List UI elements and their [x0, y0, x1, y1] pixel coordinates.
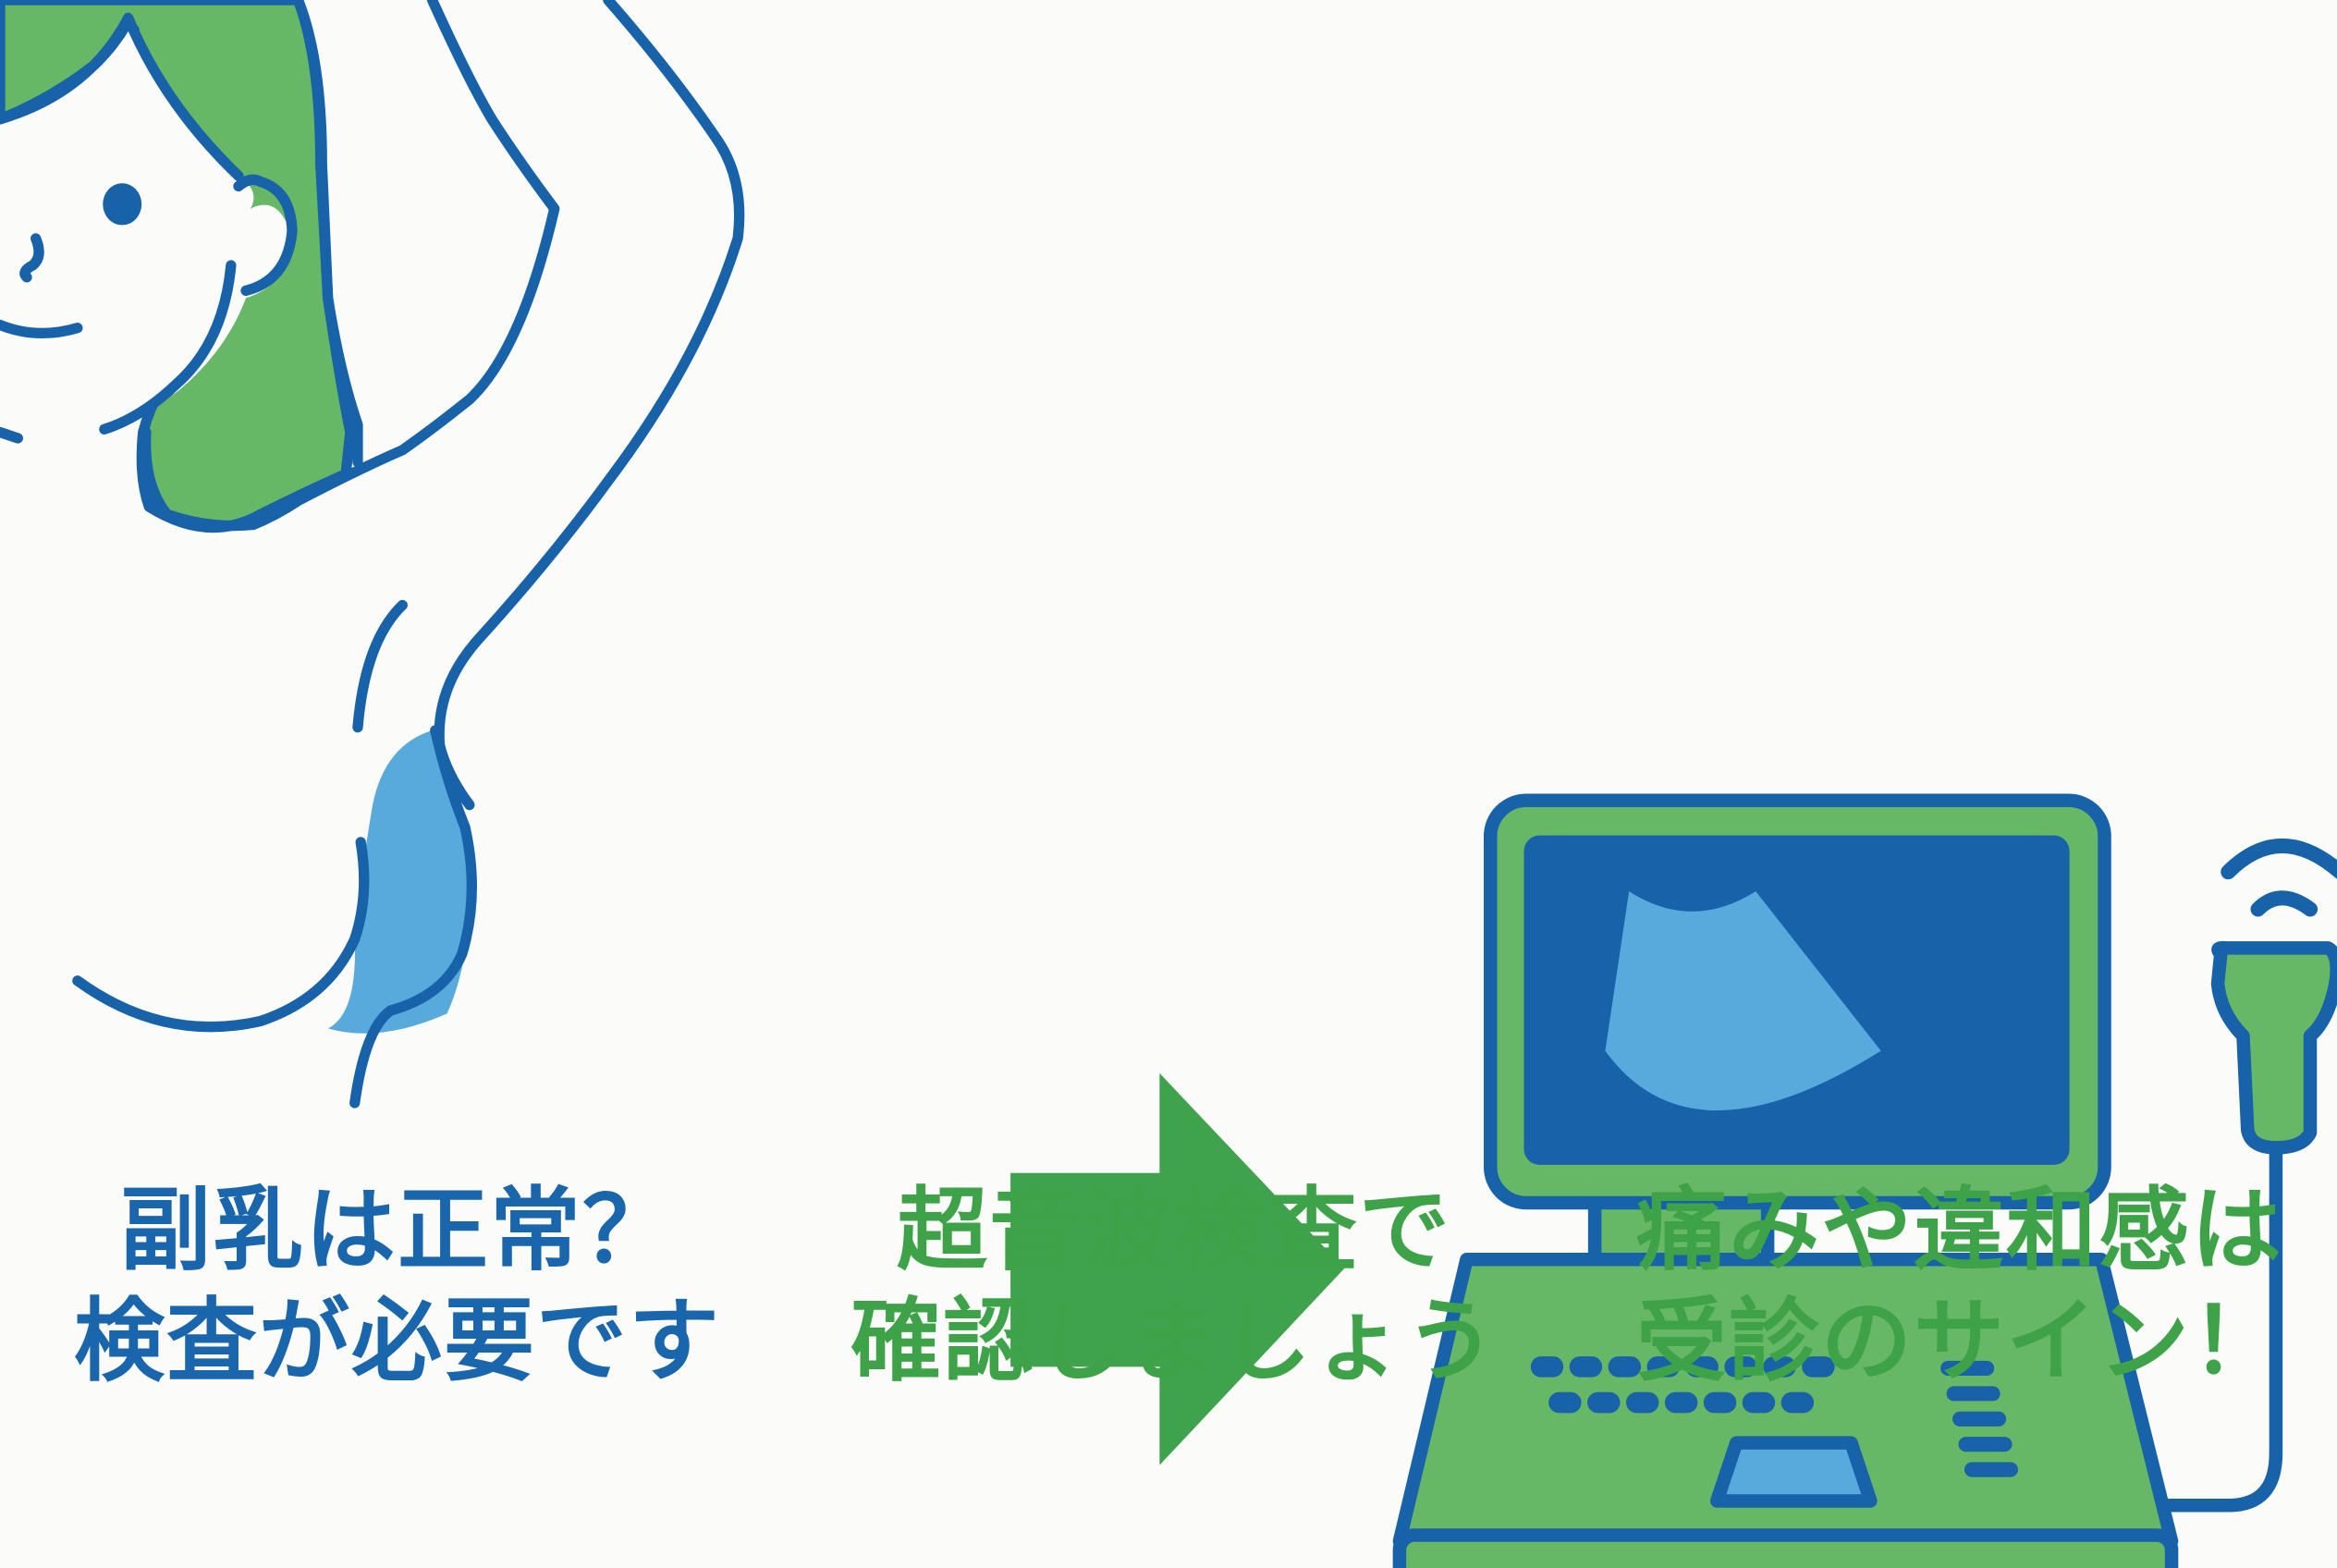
signal-wave-icon [2221, 839, 2337, 880]
arrow-right-icon [1010, 1072, 1345, 1465]
caption-line-2: 受診のサイン！ [1635, 1288, 2283, 1394]
ear [233, 174, 298, 297]
machine-base [1392, 1528, 2179, 1568]
ultrasound-image [1605, 891, 1881, 1111]
mouth [0, 319, 83, 338]
caption-step-2: 超音波検査で 確認しましょう [814, 1176, 1535, 1397]
caption-line-1: 副乳は正常？ [119, 1178, 675, 1283]
caption-line-1: 痛みや違和感は [1635, 1178, 2283, 1283]
probe-cable [2157, 1125, 2283, 1513]
caption-step-1: 副乳は正常？ 検査が必要です [37, 1176, 758, 1397]
nose [19, 233, 44, 283]
caption-line-2: 確認しましょう [850, 1288, 1498, 1394]
caption-step-3: 痛みや違和感は 受診のサイン！ [1609, 1176, 2311, 1397]
keyboard-keys [1530, 1356, 2018, 1477]
caption-line-2: 検査が必要です [73, 1288, 721, 1394]
ultrasound-probe [2210, 940, 2337, 1155]
arm [434, 0, 745, 811]
accessory-breast [327, 729, 471, 1034]
woman-illustration [0, 0, 745, 1109]
ultrasound-machine-icon [1392, 793, 2337, 1568]
trackpad [1710, 1436, 1878, 1508]
eye [103, 183, 142, 226]
caption-line-1: 超音波検査で [896, 1178, 1451, 1283]
